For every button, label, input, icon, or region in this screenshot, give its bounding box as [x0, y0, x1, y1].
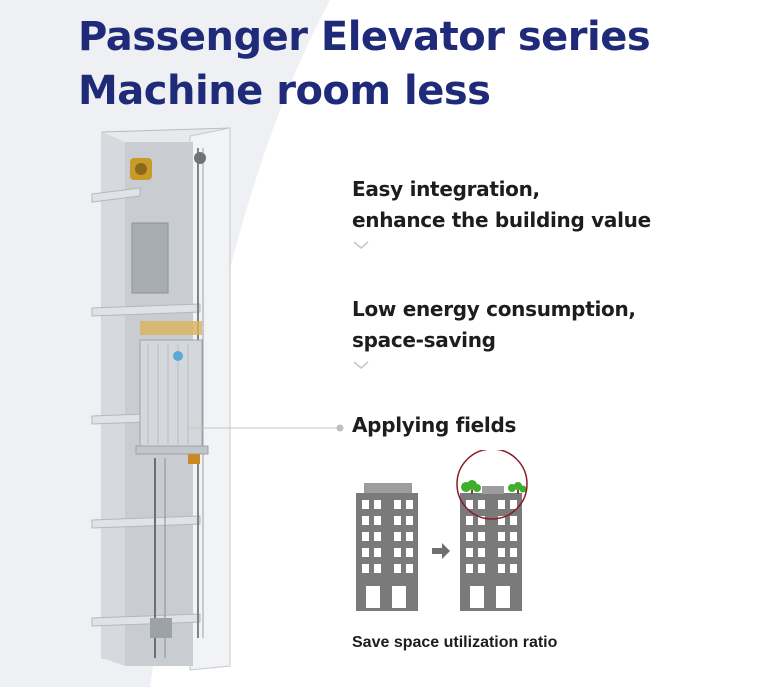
feature-low-energy: Low energy consumption, space-saving	[352, 294, 636, 356]
caption-save-space: Save space utilization ratio	[352, 634, 558, 651]
chevron-down-icon	[353, 241, 369, 249]
building-after-icon	[460, 480, 527, 611]
applying-fields-heading: Applying fields	[352, 413, 517, 437]
building-comparison-illustration	[356, 450, 528, 611]
connector-line	[190, 424, 344, 432]
chevron-down-icon	[353, 361, 369, 369]
highlight-circle	[456, 450, 528, 520]
page-title: Passenger Elevator series Machine room l…	[78, 10, 651, 118]
elevator-shaft-illustration	[91, 127, 231, 671]
tree-icon	[461, 480, 527, 493]
feature-easy-integration: Easy integration, enhance the building v…	[352, 174, 651, 236]
feature-1-line-1: Easy integration,	[352, 177, 540, 201]
title-line-2: Machine room less	[78, 68, 491, 114]
feature-2-line-1: Low energy consumption,	[352, 297, 636, 321]
feature-2-line-2: space-saving	[352, 328, 496, 352]
building-before-icon	[356, 483, 418, 611]
title-line-1: Passenger Elevator series	[78, 14, 651, 60]
feature-1-line-2: enhance the building value	[352, 208, 651, 232]
arrow-right-icon	[432, 543, 450, 559]
